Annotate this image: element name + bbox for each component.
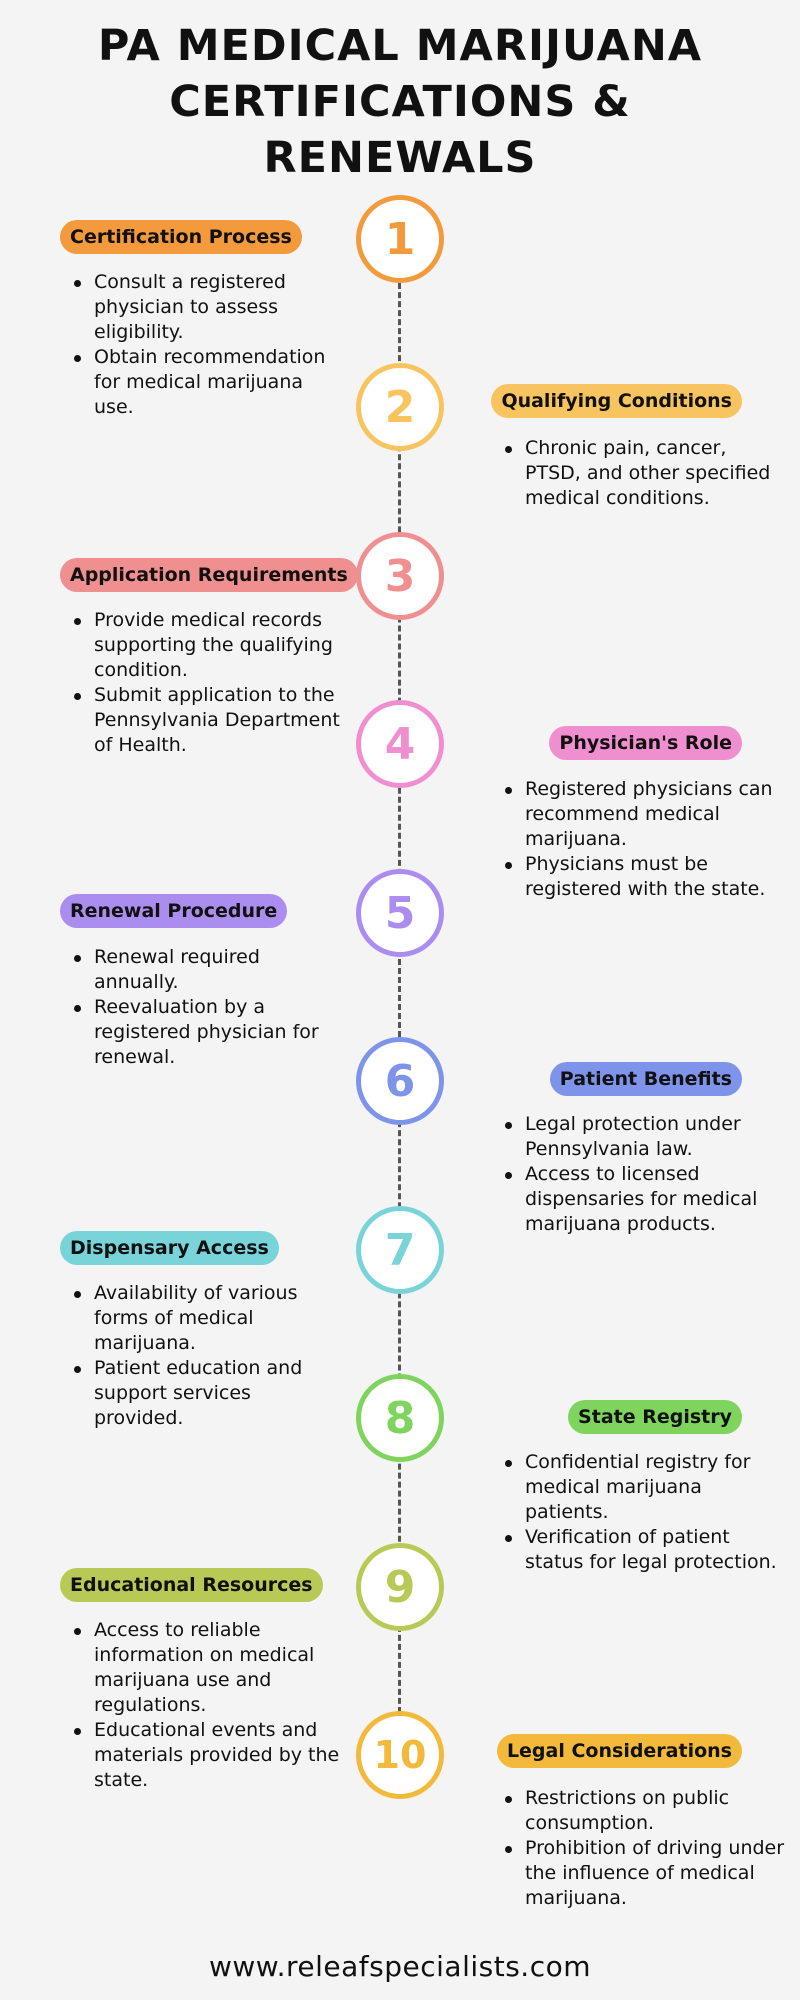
step-number-circle: 8 [356,1374,444,1462]
list-item: Obtain recommendation for medical mariju… [74,345,344,420]
step-bullet-list: Legal protection under Pennsylvania law.… [491,1112,785,1237]
title-line-2: CERTIFICATIONS & [169,77,631,127]
step-bullet-list: Renewal required annually.Reevaluation b… [60,945,344,1070]
list-item: Submit application to the Pennsylvania D… [74,683,344,758]
list-item: Consult a registered physician to assess… [74,270,344,345]
step-label-badge: Legal Considerations [496,1734,742,1768]
step-label-badge: Patient Benefits [549,1062,742,1096]
list-item: Renewal required annually. [74,945,344,995]
step-bullet-list: Registered physicians can recommend medi… [491,777,785,902]
list-item: Verification of patient status for legal… [505,1525,785,1575]
list-item: Access to reliable information on medica… [74,1618,344,1718]
step-number-circle: 4 [356,700,444,788]
step-label-badge: Qualifying Conditions [491,384,742,418]
step-label-badge: Physician's Role [549,726,742,760]
step-label-badge: State Registry [568,1400,742,1434]
list-item: Prohibition of driving under the influen… [505,1837,785,1909]
step-label-badge: Certification Process [60,220,302,254]
footer-website[interactable]: www.releafspecialists.com [208,1950,591,1983]
list-item: Chronic pain, cancer, PTSD, and other sp… [505,436,785,511]
step-label-badge: Dispensary Access [60,1231,279,1265]
list-item: Patient education and support services p… [74,1356,344,1431]
step-number-circle: 5 [356,869,444,957]
list-item: Access to licensed dispensaries for medi… [505,1162,785,1237]
step-number-circle: 3 [356,532,444,620]
step-number-circle: 1 [356,195,444,283]
timeline-dashed-line [398,238,401,1758]
step-bullet-list: Chronic pain, cancer, PTSD, and other sp… [491,436,785,511]
step-bullet-list: Consult a registered physician to assess… [60,270,344,420]
list-item: Confidential registry for medical mariju… [505,1450,785,1525]
step-bullet-list: Confidential registry for medical mariju… [491,1450,785,1575]
list-item: Availability of various forms of medical… [74,1281,344,1356]
step-bullet-list: Access to reliable information on medica… [60,1618,344,1793]
list-item: Provide medical records supporting the q… [74,608,344,683]
step-bullet-list: Restrictions on public consumption.Prohi… [491,1786,785,1911]
title-line-1: PA MEDICAL MARIJUANA [97,21,703,71]
step-number-circle: 6 [356,1037,444,1125]
list-item: Registered physicians can recommend medi… [505,777,785,852]
step-number-circle: 2 [356,363,444,451]
title-line-3: RENEWALS [263,133,537,183]
list-item: Reevaluation by a registered physician f… [74,995,344,1070]
step-label-badge: Application Requirements [60,558,358,592]
list-item: Restrictions on public consumption. [505,1786,785,1836]
step-bullet-list: Availability of various forms of medical… [60,1281,344,1431]
step-number-circle: 10 [356,1711,444,1799]
step-number-circle: 9 [356,1543,444,1631]
list-item: Educational events and materials provide… [74,1718,344,1793]
step-bullet-list: Provide medical records supporting the q… [60,608,344,758]
list-item: Legal protection under Pennsylvania law. [505,1112,785,1162]
step-number-circle: 7 [356,1206,444,1294]
list-item: Physicians must be registered with the s… [505,852,785,902]
page-title: PA MEDICAL MARIJUANA CERTIFICATIONS & RE… [0,18,800,186]
step-label-badge: Renewal Procedure [60,894,288,928]
step-label-badge: Educational Resources [60,1568,323,1602]
